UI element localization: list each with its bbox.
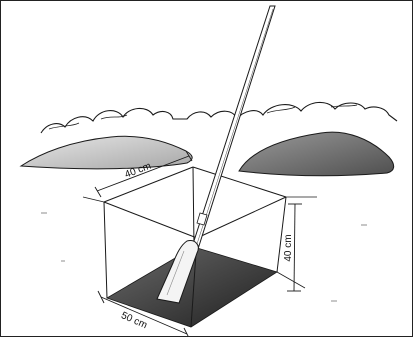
- front-width-label: 50 cm: [119, 310, 148, 331]
- shovel-handle: [192, 6, 275, 249]
- background-bushes: [41, 102, 397, 133]
- depth-label: 40 cm: [283, 234, 294, 261]
- left-soil-mound: [21, 136, 192, 169]
- right-soil-mound: [239, 132, 394, 176]
